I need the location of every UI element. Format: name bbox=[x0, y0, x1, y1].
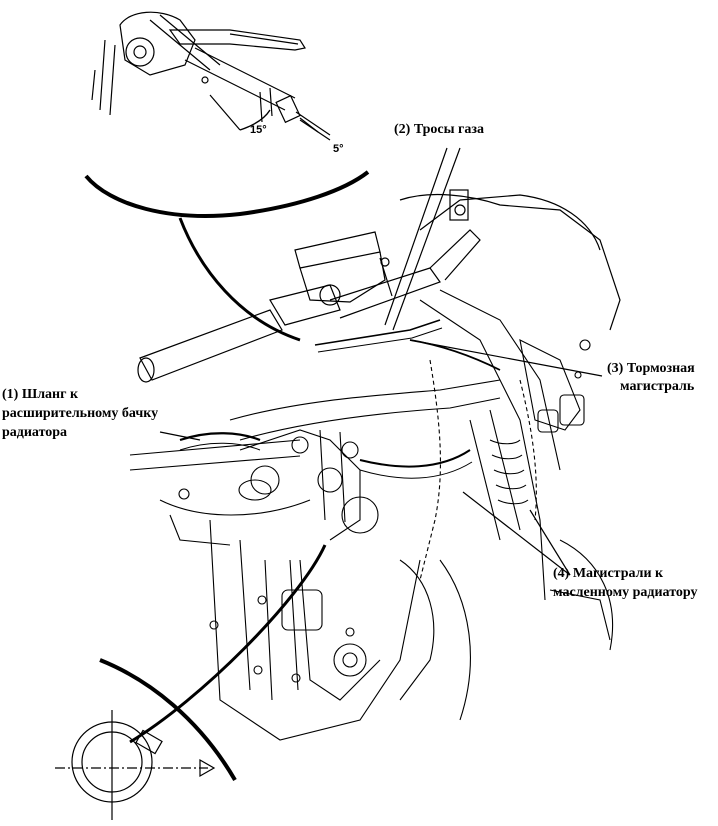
angle-5-label: 5° bbox=[333, 143, 344, 155]
radiator-hose-label-line3: радиатора bbox=[2, 425, 68, 440]
inset-leader-bottom bbox=[129, 544, 327, 744]
frame-and-engine bbox=[129, 289, 614, 741]
brake-line-label-line2: магистраль bbox=[620, 379, 695, 394]
throttle-cables-label: (2) Тросы газа bbox=[394, 122, 485, 137]
throttle-grip-inset bbox=[84, 11, 370, 218]
radiator-hose-label-line1: (1) Шланг к bbox=[2, 387, 79, 402]
hose-clamp-inset bbox=[55, 658, 237, 820]
oil-cooler-lines-label-line2: масленному радиатору bbox=[553, 585, 698, 600]
brake-line-label-line1: (3) Тормозная bbox=[607, 361, 695, 376]
callout-leaders bbox=[159, 147, 603, 576]
oil-cooler-lines-label-line1: (4) Магистрали к bbox=[553, 566, 664, 581]
angle-15-label: 15° bbox=[250, 124, 267, 136]
handlebar-assembly bbox=[137, 189, 621, 383]
radiator-hose-label-line2: расширительному бачку bbox=[2, 406, 159, 421]
